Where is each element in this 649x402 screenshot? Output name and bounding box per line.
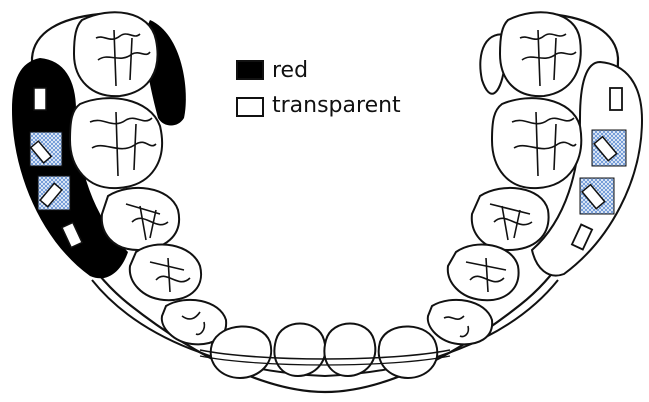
right-marker-top [610,88,622,110]
right-canine [428,300,492,344]
left-teeth [70,12,226,344]
left-marker-top [34,88,46,110]
legend-label-transparent: transparent [272,95,401,117]
incisor-2 [274,324,325,377]
legend-swatch-transparent [236,97,264,117]
right-premolar-2 [448,244,519,300]
incisor-3 [324,324,375,377]
left-premolar-2 [130,244,201,300]
right-teeth [428,12,581,344]
left-molar-2 [70,98,162,188]
legend-swatch-red [236,60,264,80]
incisors [211,324,438,379]
incisor-1 [211,326,271,378]
legend-label-red: red [272,60,308,82]
incisor-4 [379,326,438,378]
right-premolar-1 [472,188,549,250]
